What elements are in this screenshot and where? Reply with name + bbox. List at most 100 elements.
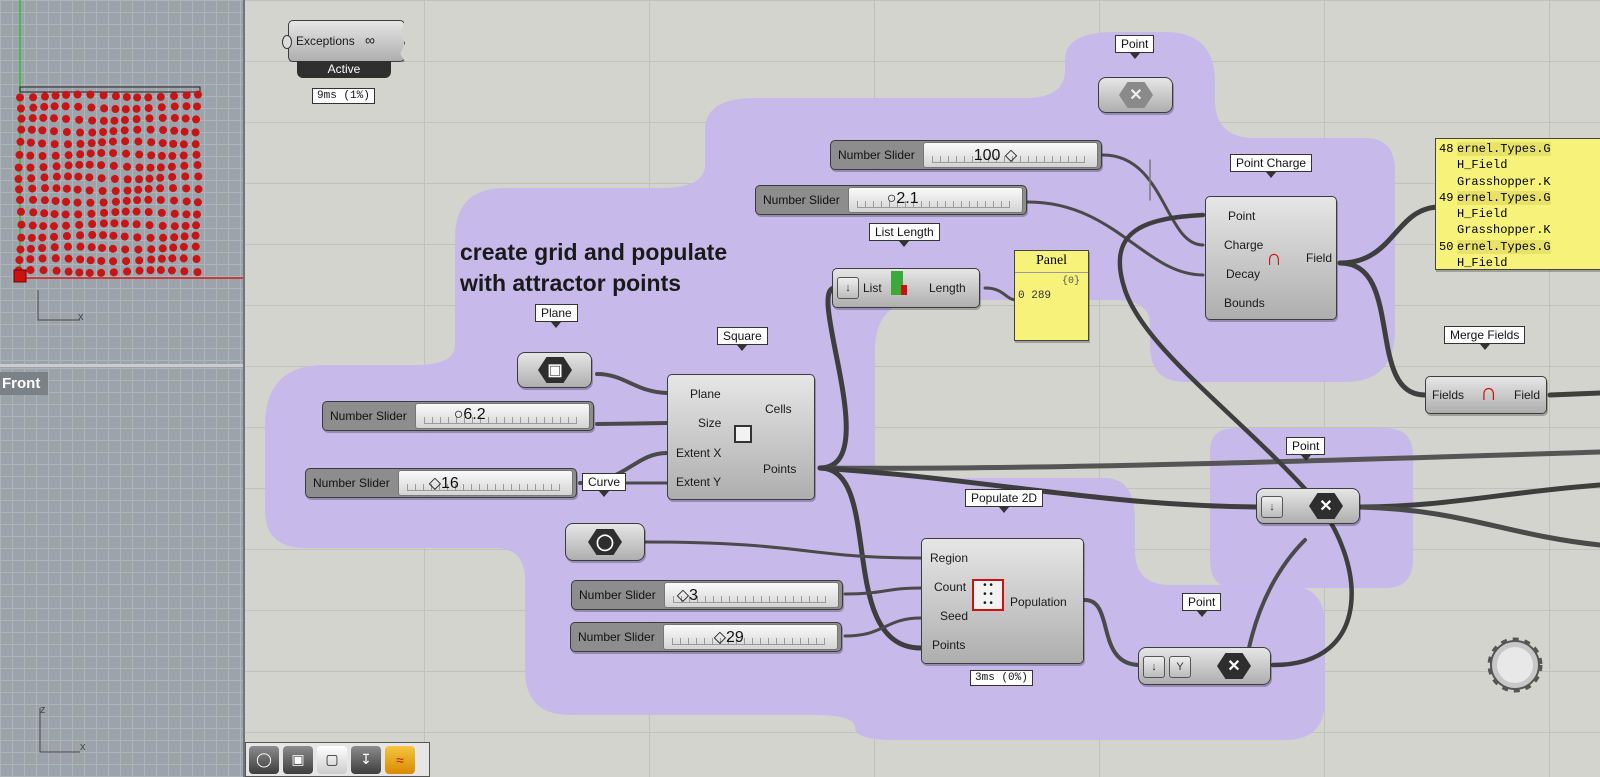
merge-fields-component[interactable]: Fields ∩ Field [1425, 376, 1547, 414]
grid-point [63, 140, 72, 149]
grid-point [100, 104, 109, 113]
square-tool-icon[interactable]: ▢ [317, 745, 347, 774]
number-slider-2-1[interactable]: Number Slider ○2.1 [755, 185, 1027, 215]
plane-param[interactable]: ▣ [517, 352, 592, 388]
grid-point [156, 184, 165, 193]
list-input[interactable]: List [863, 281, 882, 295]
number-slider-100[interactable]: Number Slider 100 ◇ [830, 140, 1102, 170]
panel-list-row: Grasshopper.K [1457, 223, 1551, 238]
grasshopper-canvas[interactable]: create grid and populate with attractor … [245, 0, 1600, 777]
slider-track[interactable]: ◇3 [663, 582, 839, 608]
number-slider-16[interactable]: Number Slider ◇16 [305, 468, 577, 498]
grid-point [26, 163, 35, 172]
decay-input[interactable]: Decay [1226, 267, 1261, 281]
curve-param[interactable]: ◯ [565, 523, 645, 561]
points-output[interactable]: Points [763, 462, 797, 476]
exceptions-component[interactable]: Exceptions ∞ [288, 20, 405, 62]
cells-output[interactable]: Cells [765, 402, 792, 416]
populate-2d-component[interactable]: Region Count Seed Points • •• •• • Popul… [921, 538, 1084, 664]
length-output[interactable]: Length [929, 281, 966, 295]
seed-input[interactable]: Seed [940, 609, 969, 623]
grid-point [62, 114, 71, 123]
arrow-down-icon[interactable]: ↓ [1261, 496, 1283, 518]
square-tag: Square [717, 327, 768, 351]
number-slider-3[interactable]: Number Slider ◇3 [571, 580, 843, 610]
grid-point [52, 162, 61, 171]
point-charge-component[interactable]: Point Charge Decay Bounds ∩ Field [1205, 196, 1337, 320]
top-viewport[interactable]: x [0, 0, 243, 367]
populate-2d-tag: Populate 2D [965, 489, 1044, 513]
points-input[interactable]: Points [932, 638, 966, 652]
front-axis-z-label: z [40, 704, 46, 716]
graft-icon[interactable]: Y [1169, 656, 1191, 678]
grid-point [61, 102, 70, 111]
grid-point [170, 222, 179, 231]
extent-x-input[interactable]: Extent X [676, 446, 722, 460]
front-viewport[interactable]: Front z x [0, 368, 243, 777]
list-length-component[interactable]: ↓ List Length [832, 268, 980, 308]
region-input[interactable]: Region [930, 551, 969, 565]
grid-point [109, 257, 118, 266]
arrow-down-icon[interactable]: ↓ [1143, 656, 1165, 678]
input-grip[interactable] [282, 35, 292, 49]
slider-track[interactable]: ◇16 [397, 470, 573, 496]
curve-tool-icon[interactable]: ◯ [249, 745, 279, 774]
number-slider-6-2[interactable]: Number Slider ○6.2 [322, 401, 594, 431]
arrow-down-icon[interactable]: ↓ [837, 277, 859, 299]
grid-point [16, 245, 25, 254]
bounds-input[interactable]: Bounds [1224, 296, 1265, 310]
slider-label: Number Slider [313, 476, 390, 490]
grid-point [146, 233, 155, 242]
exceptions-time: 9ms (1%) [312, 88, 375, 104]
point-param-mid[interactable]: ↓ ✕ [1256, 488, 1360, 524]
field-tool-icon[interactable]: ≈ [385, 745, 415, 774]
field-output[interactable]: Field [1306, 251, 1333, 265]
extent-y-input[interactable]: Extent Y [676, 475, 722, 489]
grid-point [121, 137, 130, 146]
point-param-bottom[interactable]: ↓ Y ✕ [1138, 647, 1271, 685]
number-slider-29[interactable]: Number Slider ◇29 [570, 622, 842, 652]
grid-point [73, 185, 82, 194]
download-tool-icon[interactable]: ↧ [351, 745, 381, 774]
slider-label: Number Slider [578, 630, 655, 644]
populate-icon: • •• •• • [972, 579, 1004, 611]
square-component[interactable]: Plane Size Extent X Extent Y Cells Point… [667, 374, 815, 500]
grid-point [147, 138, 156, 147]
grid-point [62, 128, 71, 137]
navigation-dial[interactable] [1485, 635, 1545, 695]
grid-point [194, 185, 203, 194]
field-output[interactable]: Field [1514, 388, 1541, 402]
grid-point [192, 255, 201, 264]
slider-track[interactable]: ○6.2 [414, 403, 590, 429]
grid-point [134, 245, 143, 254]
grid-point [99, 219, 108, 228]
slider-track[interactable]: ◇29 [662, 624, 838, 650]
size-input[interactable]: Size [698, 416, 722, 430]
grid-point [51, 151, 60, 160]
population-output[interactable]: Population [1010, 595, 1067, 609]
count-input[interactable]: Count [934, 580, 967, 594]
slider-label: Number Slider [330, 409, 407, 423]
grid-point [76, 242, 85, 251]
grid-point [85, 186, 94, 195]
point-input[interactable]: Point [1228, 209, 1256, 223]
grid-point [62, 184, 71, 193]
slider-value: ○2.1 [886, 190, 919, 207]
grid-point [168, 254, 177, 263]
charge-input[interactable]: Charge [1224, 238, 1264, 252]
grid-point [39, 163, 48, 172]
viewport-title[interactable]: Front [0, 372, 49, 395]
plane-tool-icon[interactable]: ▣ [283, 745, 313, 774]
grid-point [100, 208, 109, 217]
grid-point [76, 139, 85, 148]
slider-track[interactable]: 100 ◇ [922, 142, 1098, 168]
grid-point [111, 105, 120, 114]
grid-point [156, 163, 165, 172]
point-param-top[interactable]: ✕ [1098, 77, 1173, 113]
slider-track[interactable]: ○2.1 [847, 187, 1023, 213]
plane-input[interactable]: Plane [690, 387, 721, 401]
fields-input[interactable]: Fields [1432, 388, 1465, 402]
grid-point [51, 254, 60, 263]
panel-length[interactable]: Panel {0} 0 289 [1014, 250, 1089, 341]
